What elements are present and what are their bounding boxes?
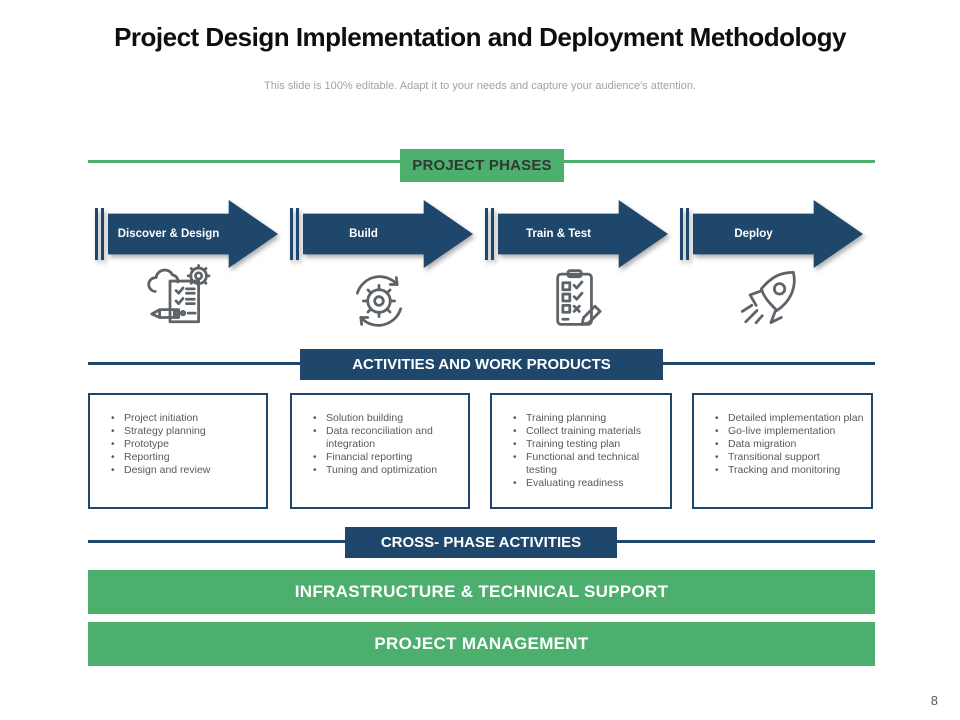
activity-list: Detailed implementation plan Go-live imp… xyxy=(694,395,871,477)
cross-phase-banner: CROSS- PHASE ACTIVITIES xyxy=(345,527,617,558)
phase-arrow-discover-design: Discover & Design xyxy=(95,200,278,268)
project-management-bar: PROJECT MANAGEMENT xyxy=(88,622,875,666)
phase-label: Train & Test xyxy=(526,228,591,240)
activity-item: Prototype xyxy=(111,438,260,451)
phase-arrow-deploy: Deploy xyxy=(680,200,863,268)
phase-label: Discover & Design xyxy=(117,228,220,240)
phase-label: Deploy xyxy=(734,228,773,240)
activity-item: Data reconciliation and integration xyxy=(313,425,462,451)
activity-item: Detailed implementation plan xyxy=(715,412,865,425)
activities-box-discover-design: Project initiation Strategy planning Pro… xyxy=(88,393,268,509)
arrow-shape xyxy=(290,200,473,268)
activities-banner: ACTIVITIES AND WORK PRODUCTS xyxy=(300,349,663,380)
infrastructure-support-bar: INFRASTRUCTURE & TECHNICAL SUPPORT xyxy=(88,570,875,614)
phase-arrow-train-test: Train & Test xyxy=(485,200,668,268)
activity-item: Design and review xyxy=(111,464,260,477)
activity-list: Project initiation Strategy planning Pro… xyxy=(90,395,266,477)
gear-cycle-icon xyxy=(340,262,418,340)
activity-item: Tuning and optimization xyxy=(313,464,462,477)
activity-item: Financial reporting xyxy=(313,451,462,464)
activity-item: Strategy planning xyxy=(111,425,260,438)
arrow-shape xyxy=(485,200,668,268)
design-document-icon xyxy=(144,262,222,340)
arrow-shape xyxy=(680,200,863,268)
activity-item: Reporting xyxy=(111,451,260,464)
activities-box-build: Solution building Data reconciliation an… xyxy=(290,393,470,509)
activity-item: Functional and technical testing xyxy=(513,451,664,477)
phase-label: Build xyxy=(349,228,378,240)
rocket-icon xyxy=(731,262,809,340)
activity-item: Solution building xyxy=(313,412,462,425)
activity-item: Data migration xyxy=(715,438,865,451)
clipboard-checklist-icon xyxy=(536,262,614,340)
activity-item: Training planning xyxy=(513,412,664,425)
activity-list: Training planning Collect training mater… xyxy=(492,395,670,490)
arrow-shape xyxy=(95,200,278,268)
activity-item: Go-live implementation xyxy=(715,425,865,438)
activity-item: Collect training materials xyxy=(513,425,664,438)
activity-item: Project initiation xyxy=(111,412,260,425)
activity-list: Solution building Data reconciliation an… xyxy=(292,395,468,477)
project-phases-banner: PROJECT PHASES xyxy=(400,149,564,182)
activities-box-train-test: Training planning Collect training mater… xyxy=(490,393,672,509)
activities-box-deploy: Detailed implementation plan Go-live imp… xyxy=(692,393,873,509)
phase-arrow-build: Build xyxy=(290,200,473,268)
page-title: Project Design Implementation and Deploy… xyxy=(114,22,846,52)
page-subtitle: This slide is 100% editable. Adapt it to… xyxy=(264,80,696,92)
activity-item: Transitional support xyxy=(715,451,865,464)
activity-item: Evaluating readiness xyxy=(513,477,664,490)
page-number: 8 xyxy=(930,693,938,708)
activity-item: Training testing plan xyxy=(513,438,664,451)
activity-item: Tracking and monitoring xyxy=(715,464,865,477)
